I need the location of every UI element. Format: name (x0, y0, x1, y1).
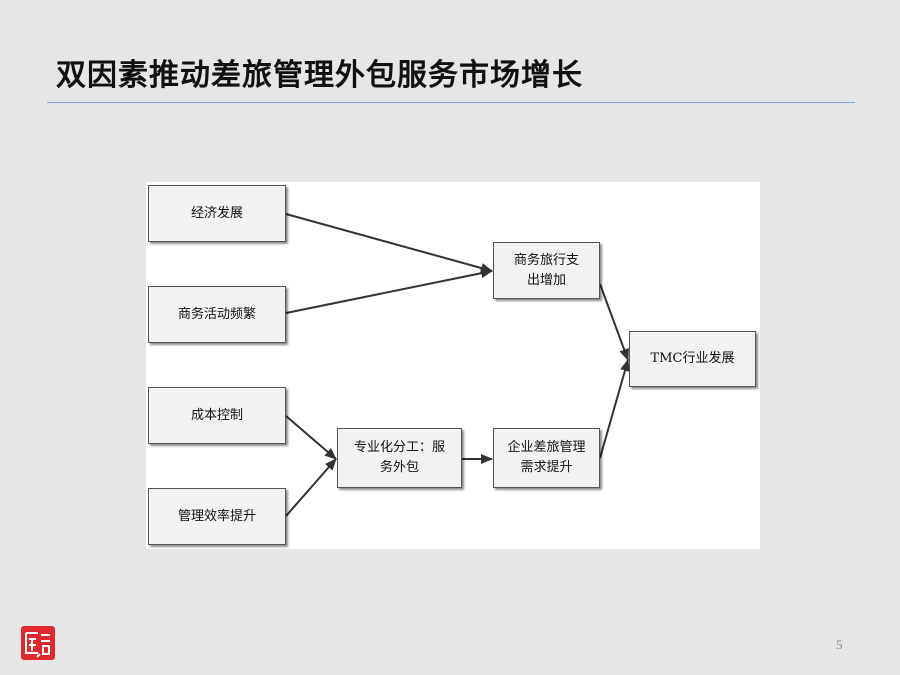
node-demand-increase: 企业差旅管理需求提升 (493, 428, 600, 488)
arrow-economic-to-spending (285, 213, 493, 273)
company-logo-icon (21, 626, 55, 660)
node-economic-growth: 经济发展 (148, 185, 286, 242)
arrow-spending-to-tmc (599, 283, 629, 361)
flow-diagram: 经济发展 商务活动频繁 成本控制 管理效率提升 商务旅行支出增加 专业化分工：服… (146, 182, 760, 549)
arrow-efficiency-to-outsourcing (285, 458, 337, 517)
node-outsourcing: 专业化分工：服务外包 (337, 428, 462, 488)
diagram-connectors (285, 213, 630, 517)
node-cost-control: 成本控制 (148, 387, 286, 444)
arrow-business-to-spending (285, 268, 493, 314)
arrow-cost-to-outsourcing (285, 415, 337, 460)
node-travel-spending: 商务旅行支出增加 (493, 242, 600, 299)
arrow-demand-to-tmc (599, 359, 630, 459)
node-efficiency-improvement: 管理效率提升 (148, 488, 286, 545)
page-number: 5 (836, 637, 843, 652)
title-divider (47, 102, 855, 103)
node-tmc-development: TMC行业发展 (629, 331, 756, 387)
node-frequent-business: 商务活动频繁 (148, 286, 286, 343)
slide-title: 双因素推动差旅管理外包服务市场增长 (56, 58, 583, 93)
